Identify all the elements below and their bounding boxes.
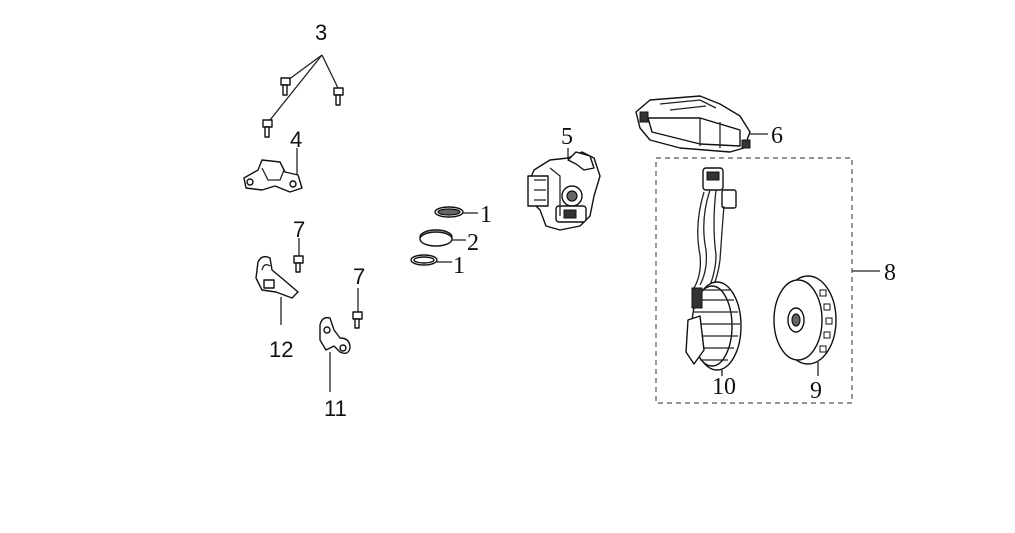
o-ring-part-1-lower: [410, 254, 452, 266]
callout-12: 12: [269, 337, 293, 362]
callout-8: 8: [884, 260, 896, 286]
wire-clip-part-12: [255, 255, 299, 325]
clamp-bracket-part-11: [319, 316, 351, 392]
ecu-part-6: [635, 95, 768, 153]
bolt-icon: [262, 119, 273, 138]
o-ring-part-1-upper: [434, 206, 478, 218]
callout-7-lower: 7: [353, 264, 365, 289]
bracket-part-4: [243, 148, 303, 193]
callout-10: 10: [712, 374, 736, 400]
callout-7-upper: 7: [293, 217, 305, 242]
callout-3: 3: [315, 20, 327, 45]
bolt-part-7a: [293, 238, 304, 273]
bolt-group-3: [262, 54, 344, 138]
magneto-assembly-box: [655, 157, 853, 404]
callout-11: 11: [324, 396, 347, 421]
callout-2: 2: [467, 230, 479, 256]
stator-part-10: [685, 167, 742, 376]
callout-6: 6: [771, 123, 783, 149]
throttle-body-part-5: [527, 148, 601, 231]
callout-4: 4: [290, 127, 302, 152]
gasket-part-2: [419, 229, 466, 247]
callout-1-lower: 1: [453, 253, 465, 279]
callout-9: 9: [810, 378, 822, 404]
callout-5: 5: [561, 124, 573, 150]
callout-1-upper: 1: [480, 202, 492, 228]
bolt-icon: [280, 77, 291, 96]
bolt-part-7b: [352, 288, 363, 329]
flywheel-part-9: [773, 275, 837, 376]
bolt-icon: [333, 87, 344, 106]
